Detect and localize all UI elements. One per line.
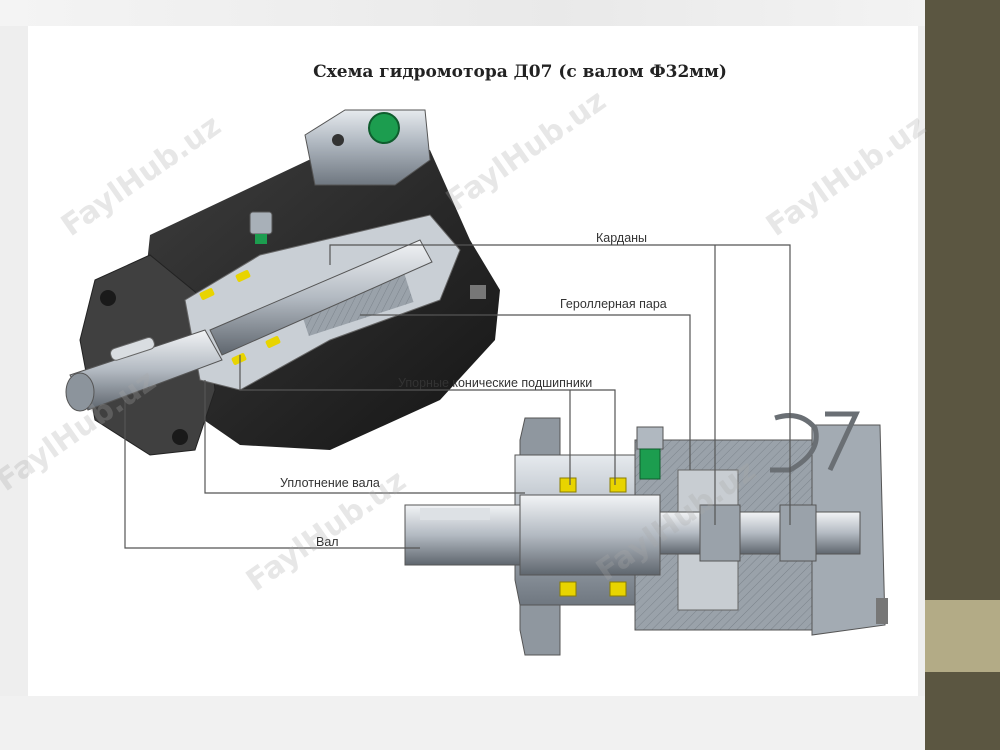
bottom-band: [0, 696, 925, 750]
top-band: [0, 0, 925, 26]
label-uplotnenie-vala: Уплотнение вала: [280, 476, 380, 490]
page-title: Схема гидромотора Д07 (с валом Ф32мм): [313, 62, 727, 82]
port-green-icon: [368, 112, 400, 144]
label-val: Вал: [316, 535, 339, 549]
leader-lines: [124, 244, 791, 549]
bearing-rollers-3d: [199, 270, 281, 365]
spline-teeth: [699, 504, 817, 562]
label-kardany: Карданы: [596, 231, 648, 245]
label-upornye-podshipniki: Упорные конические подшипники: [398, 376, 593, 390]
side-bar-accent: [925, 600, 1000, 672]
bearing-rollers-section: [559, 477, 627, 597]
motor-section-view: [404, 417, 888, 656]
label-gerolernaya-para: Героллерная пара: [560, 297, 667, 311]
motor-3d-cutaway: [65, 109, 500, 456]
